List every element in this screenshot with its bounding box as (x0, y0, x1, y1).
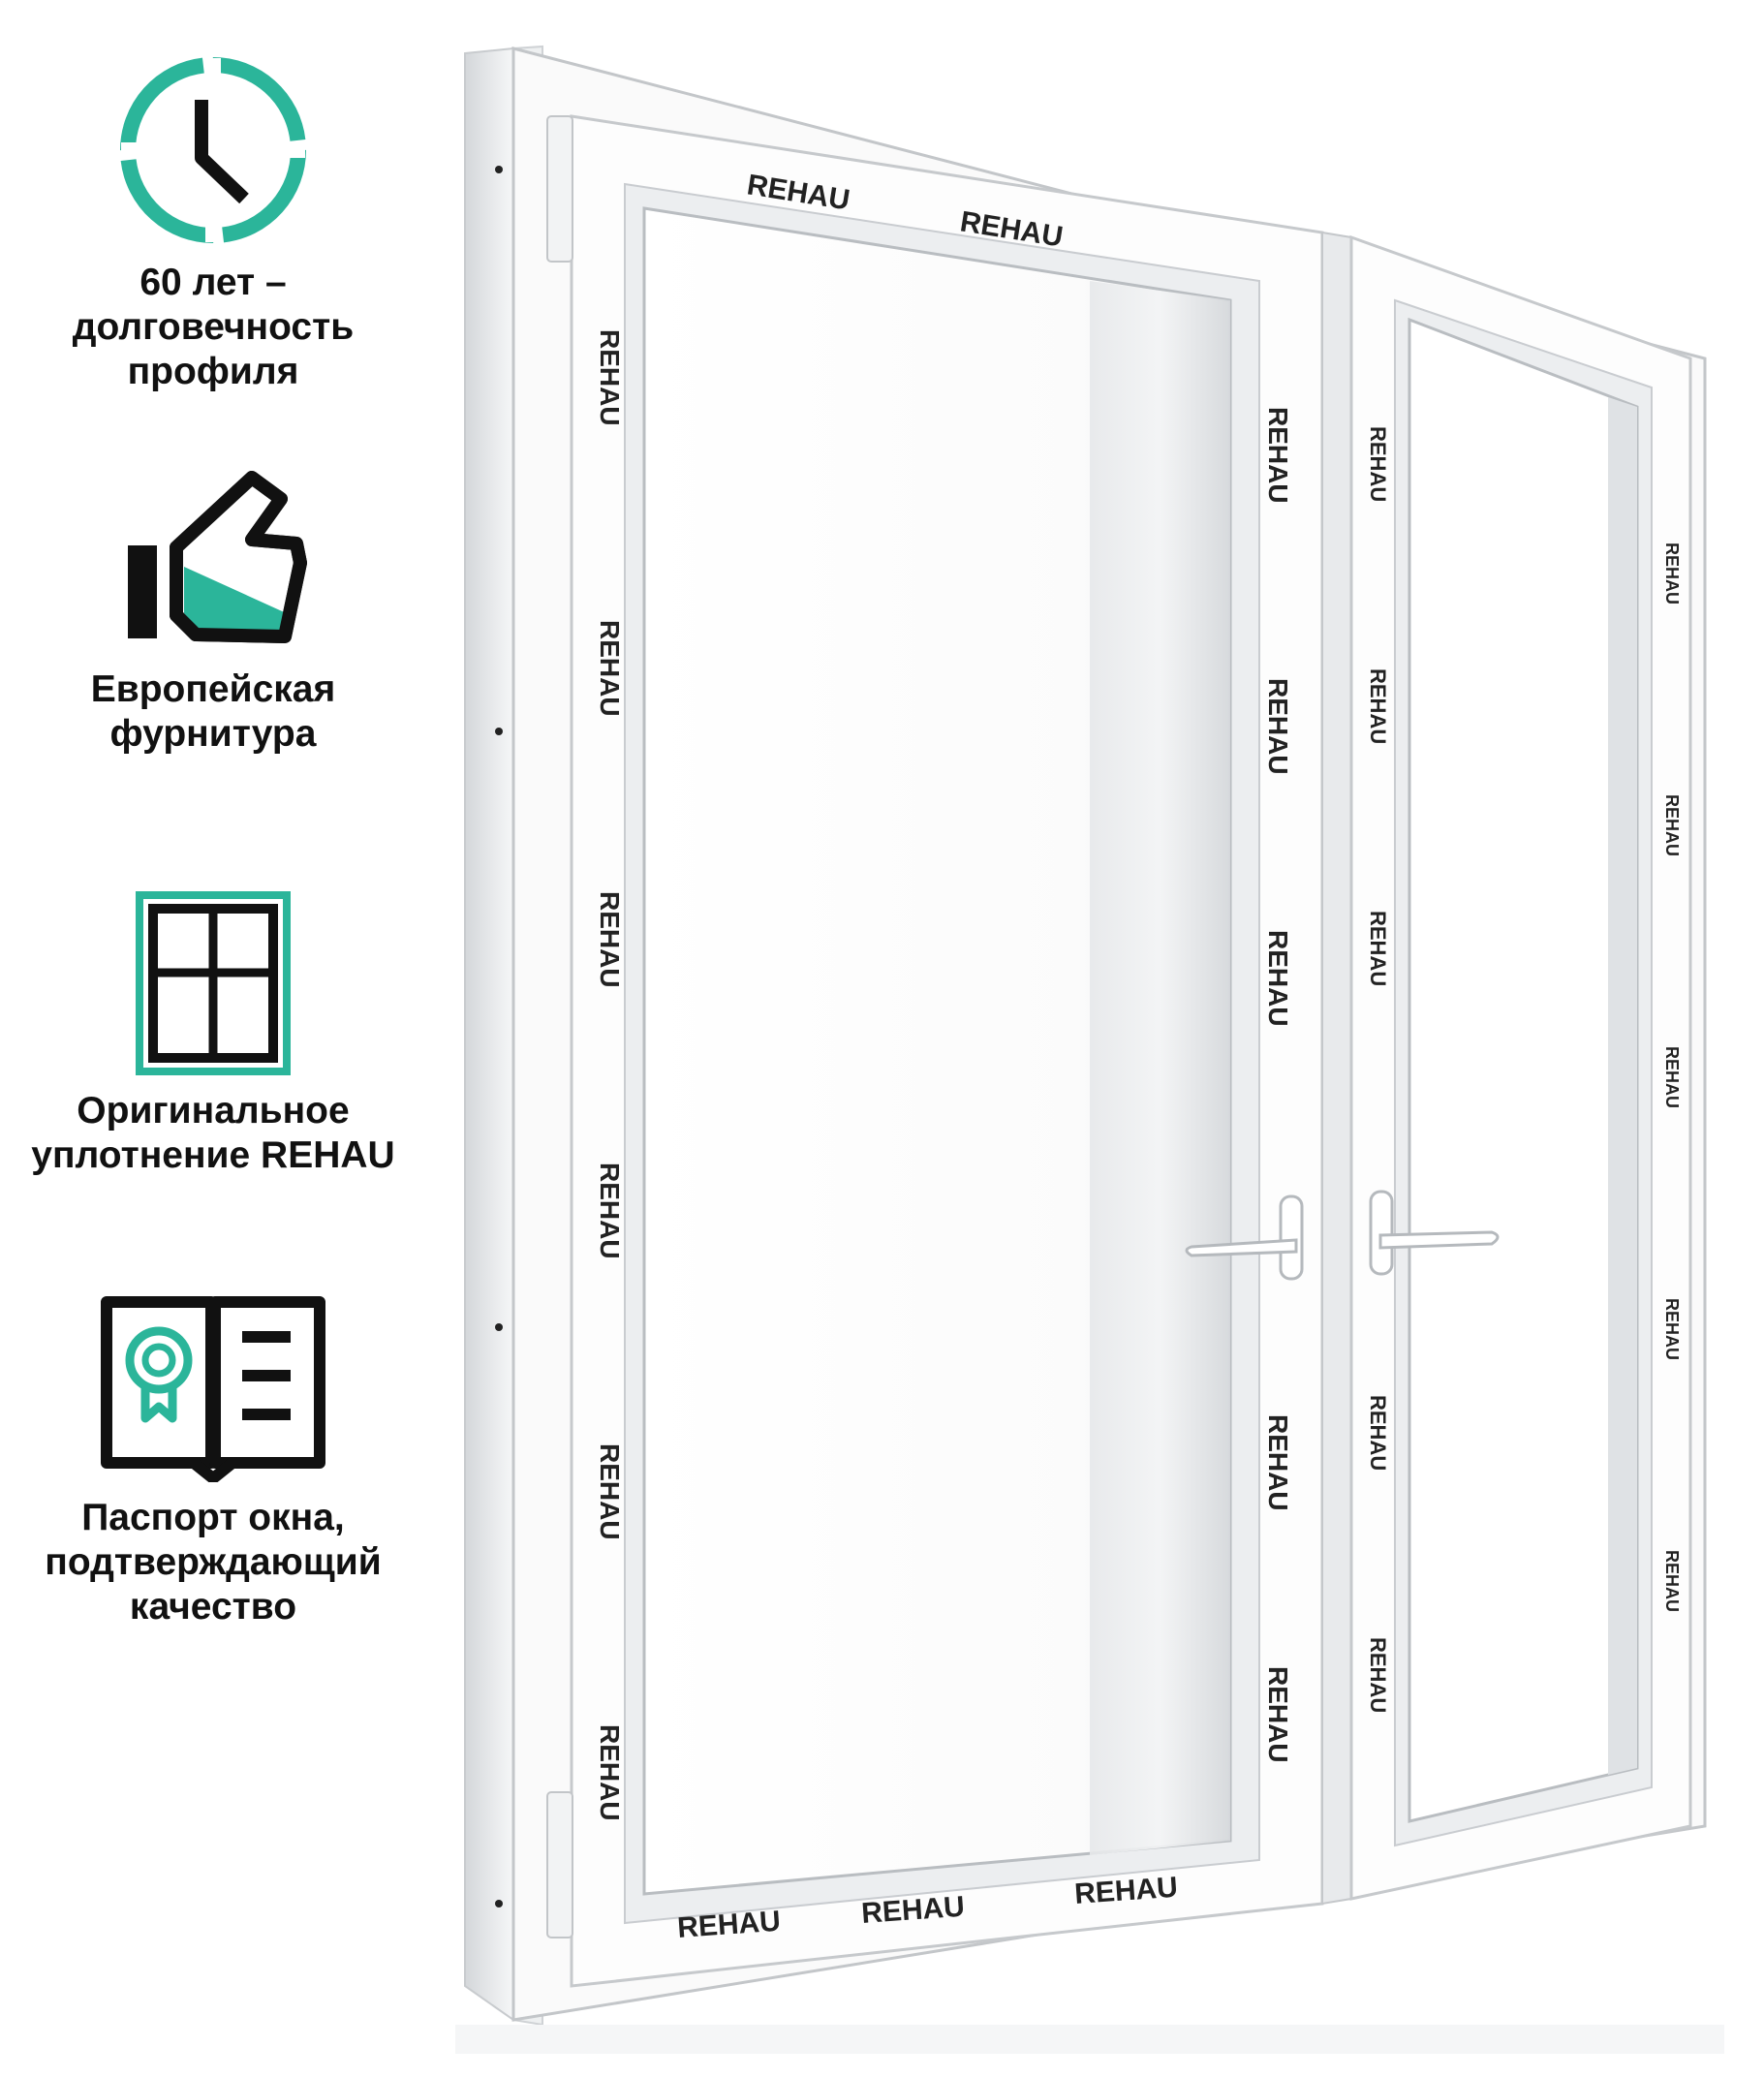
passport-book-icon (101, 1296, 325, 1482)
feature-rehau-seal-caption: Оригинальное уплотнение REHAU (31, 1090, 395, 1176)
thumbs-up-icon (128, 471, 307, 643)
feature-european-hardware-caption: Европейская фурнитура (90, 668, 336, 755)
feature-durability-caption: 60 лет – долговечность профиля (72, 262, 355, 392)
svg-text:REHAU: REHAU (1073, 1872, 1179, 1910)
svg-text:REHAU: REHAU (595, 891, 625, 988)
svg-text:REHAU: REHAU (1263, 1666, 1293, 1763)
svg-text:REHAU: REHAU (1263, 678, 1293, 775)
clock-icon (120, 57, 306, 243)
window-product-image: REHAU REHAU REHAU REHAU REHAU REHAU REHA… (455, 39, 1724, 2054)
svg-text:REHAU: REHAU (1366, 911, 1390, 986)
svg-text:REHAU: REHAU (1366, 668, 1390, 744)
right-handle (1369, 1190, 1500, 1276)
svg-text:REHAU: REHAU (1662, 1046, 1682, 1108)
svg-text:REHAU: REHAU (1662, 1550, 1682, 1612)
svg-text:REHAU: REHAU (860, 1891, 966, 1930)
svg-text:REHAU: REHAU (595, 1724, 625, 1821)
svg-text:REHAU: REHAU (1366, 1637, 1390, 1713)
feature-window-passport: Паспорт окна, подтверждающий качество (19, 1288, 407, 1629)
left-handle (1185, 1194, 1304, 1281)
svg-text:REHAU: REHAU (1366, 1395, 1390, 1471)
svg-text:REHAU: REHAU (1662, 1298, 1682, 1360)
window-frame-icon (136, 891, 291, 1075)
svg-text:REHAU: REHAU (595, 620, 625, 717)
svg-text:REHAU: REHAU (595, 1163, 625, 1259)
svg-text:REHAU: REHAU (1263, 407, 1293, 504)
svg-text:REHAU: REHAU (595, 1443, 625, 1540)
svg-text:REHAU: REHAU (676, 1906, 782, 1944)
feature-rehau-seal: Оригинальное уплотнение REHAU (19, 891, 407, 1178)
feature-window-passport-caption: Паспорт окна, подтверждающий качество (45, 1497, 382, 1628)
window-illustration: REHAU REHAU REHAU REHAU REHAU REHAU REHA… (455, 45, 1724, 2054)
feature-durability: 60 лет – долговечность профиля (19, 53, 407, 394)
svg-text:REHAU: REHAU (1662, 543, 1682, 605)
svg-text:REHAU: REHAU (1662, 794, 1682, 856)
svg-text:REHAU: REHAU (1263, 1414, 1293, 1511)
svg-text:REHAU: REHAU (1366, 426, 1390, 502)
svg-text:REHAU: REHAU (1263, 930, 1293, 1027)
svg-text:REHAU: REHAU (595, 329, 625, 426)
feature-european-hardware: Европейская фурнитура (19, 470, 407, 757)
